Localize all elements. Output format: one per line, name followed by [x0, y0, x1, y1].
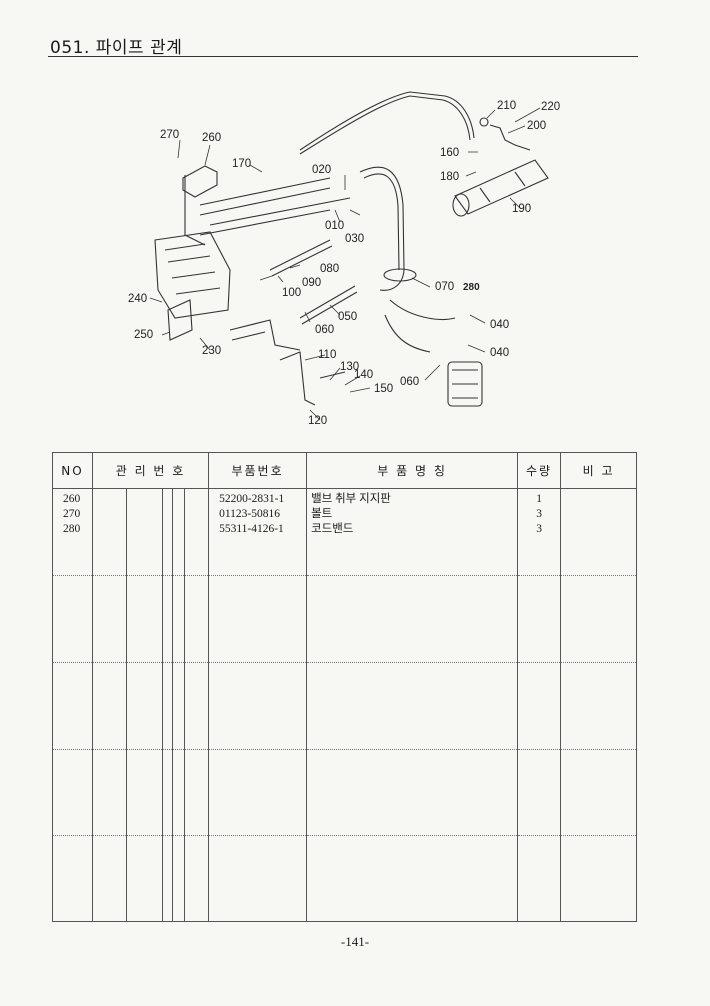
callout-label: 060	[400, 376, 419, 388]
callout-label: 200	[527, 120, 546, 132]
row-no: 260	[63, 493, 81, 505]
callout-label: 190	[512, 203, 531, 215]
header-part-number: 부품번호	[208, 452, 308, 489]
callout-label: 090	[302, 277, 321, 289]
row-no: 280	[63, 523, 81, 535]
callout-label: 280	[463, 282, 480, 293]
table-row	[52, 835, 638, 922]
callout-label: 250	[134, 329, 153, 341]
hose-loop-inner	[363, 173, 400, 271]
callout-label: 040	[490, 347, 509, 359]
cylinder	[454, 159, 549, 215]
table-row	[52, 662, 638, 750]
pipe-bundle	[199, 177, 351, 236]
callout-label: 150	[374, 383, 393, 395]
top-pipe	[299, 91, 475, 151]
callout-label: 060	[315, 324, 334, 336]
page-number: -141-	[340, 934, 370, 949]
callout-label: 030	[345, 233, 364, 245]
table-row: 260 270 280 52200-2831-1 01123-50816 553…	[52, 488, 638, 576]
callout-label: 170	[232, 158, 251, 170]
hose-loop	[359, 166, 405, 291]
top-pipe-inner	[299, 95, 471, 155]
callout-label: 130	[340, 361, 359, 373]
bracket-230	[167, 299, 193, 341]
callout-label: 220	[541, 101, 560, 113]
row-quantity: 3	[536, 508, 542, 520]
row-quantity: 3	[536, 523, 542, 535]
pipe-diagram: 010 020 030 040 040 050 060 060 070 080 …	[128, 91, 560, 427]
header-no: NO	[52, 452, 93, 489]
clamp-070	[383, 268, 417, 282]
row-part-number: 52200-2831-1	[219, 493, 285, 505]
bracket-260	[182, 165, 218, 198]
lever-assembly	[279, 351, 346, 406]
row-quantity: 1	[536, 493, 542, 505]
header-remarks: 비 고	[560, 452, 638, 489]
row-part-number: 55311-4126-1	[219, 523, 284, 535]
callout-label: 080	[320, 263, 339, 275]
valve-block	[154, 231, 231, 319]
header-management-number: 관 리 번 호	[91, 452, 210, 489]
callout-label: 100	[282, 287, 301, 299]
row-part-name: 밸브 취부 지지판	[311, 493, 391, 505]
callout-label: 180	[440, 171, 459, 183]
callout-label: 160	[440, 147, 459, 159]
callout-label: 020	[312, 164, 331, 176]
row-part-name: 볼트	[311, 508, 333, 520]
callout-label: 070	[435, 281, 454, 293]
table-row	[52, 749, 638, 836]
callout-label: 120	[308, 415, 327, 427]
lower-pipe	[229, 319, 301, 351]
steering-unit	[447, 361, 483, 407]
header-part-name: 부 품 명 칭	[306, 452, 519, 489]
callout-label: 110	[318, 349, 336, 361]
callout-label: 270	[160, 129, 179, 141]
header-quantity: 수량	[517, 452, 562, 489]
callout-label: 050	[338, 311, 357, 323]
bracket-pipe	[184, 175, 206, 246]
page-title: 051. 파이프 관계	[50, 38, 183, 58]
callout-label: 040	[490, 319, 509, 331]
callout-label: 210	[497, 100, 516, 112]
callout-label: 140	[354, 369, 373, 381]
callout-label: 230	[202, 345, 221, 357]
callout-label: 240	[128, 293, 147, 305]
callout-label: 010	[325, 220, 344, 232]
header-rule	[48, 56, 638, 57]
row-part-name: 코드밴드	[311, 523, 354, 535]
table-header-row: NO 관 리 번 호 부품번호 부 품 명 칭 수량 비 고	[52, 452, 638, 489]
row-no: 270	[63, 508, 81, 520]
callout-label: 260	[202, 132, 221, 144]
row-part-number: 01123-50816	[219, 508, 280, 520]
table-row	[52, 575, 638, 663]
parts-table: NO 관 리 번 호 부품번호 부 품 명 칭 수량 비 고 260 270 2…	[52, 452, 638, 922]
